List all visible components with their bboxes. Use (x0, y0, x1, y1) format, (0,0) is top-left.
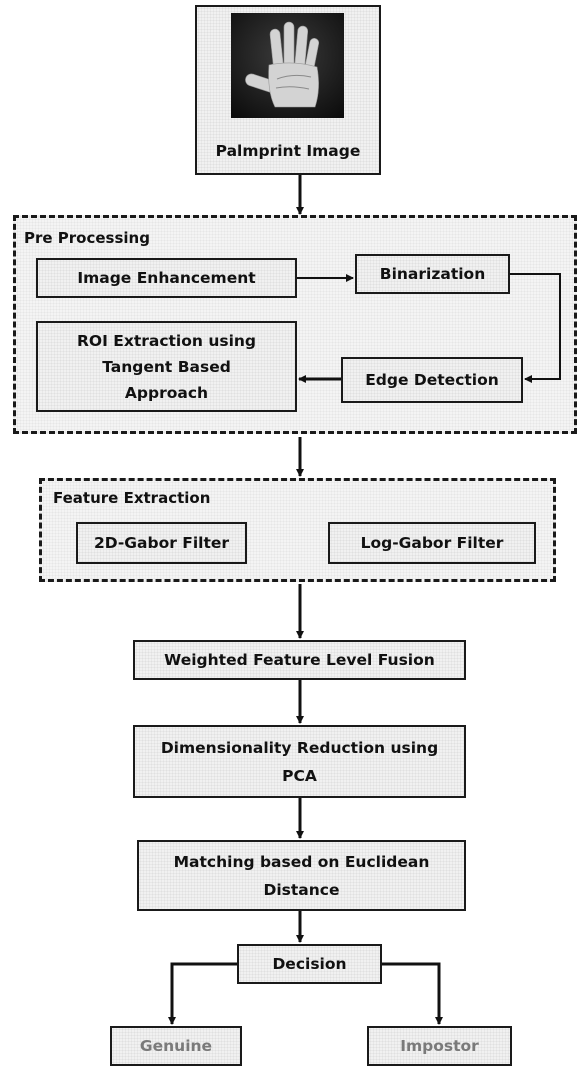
weighted-fusion-label: Weighted Feature Level Fusion (164, 651, 435, 669)
impostor-box: Impostor (367, 1026, 512, 1066)
palmprint-image-label: Palmprint Image (215, 142, 361, 160)
binarization-box: Binarization (355, 254, 510, 294)
palm-photo (231, 13, 344, 118)
roi-extraction-line-2: Tangent Based (102, 357, 231, 376)
decision-label: Decision (272, 955, 347, 973)
pca-box: Dimensionality Reduction using PCA (133, 725, 466, 798)
edge-detection-box: Edge Detection (341, 357, 523, 403)
log-gabor-filter-label: Log-Gabor Filter (360, 534, 504, 552)
arrow-decision-to-genuine (168, 962, 237, 1025)
preprocessing-title: Pre Processing (24, 229, 150, 247)
arrow-decision-to-impostor (382, 962, 443, 1025)
matching-box: Matching based on Euclidean Distance (137, 840, 466, 911)
image-enhancement-box: Image Enhancement (36, 258, 297, 298)
2d-gabor-filter-label: 2D-Gabor Filter (93, 534, 230, 552)
weighted-fusion-box: Weighted Feature Level Fusion (133, 640, 466, 680)
feature-extraction-title: Feature Extraction (53, 489, 211, 507)
log-gabor-filter-box: Log-Gabor Filter (328, 522, 536, 564)
binarization-label: Binarization (379, 265, 486, 283)
impostor-label: Impostor (400, 1037, 479, 1055)
genuine-box: Genuine (110, 1026, 242, 1066)
decision-box: Decision (237, 944, 382, 984)
roi-extraction-line-3: Approach (124, 383, 209, 402)
roi-extraction-line-1: ROI Extraction using (76, 331, 257, 350)
2d-gabor-filter-box: 2D-Gabor Filter (76, 522, 247, 564)
pca-line-1: Dimensionality Reduction using (160, 738, 439, 757)
edge-detection-label: Edge Detection (365, 371, 499, 389)
image-enhancement-label: Image Enhancement (77, 269, 256, 287)
genuine-label: Genuine (139, 1037, 213, 1055)
matching-line-2: Distance (263, 880, 340, 899)
pca-line-2: PCA (282, 766, 317, 785)
matching-line-1: Matching based on Euclidean (173, 852, 430, 871)
roi-extraction-box: ROI Extraction using Tangent Based Appro… (36, 321, 297, 412)
